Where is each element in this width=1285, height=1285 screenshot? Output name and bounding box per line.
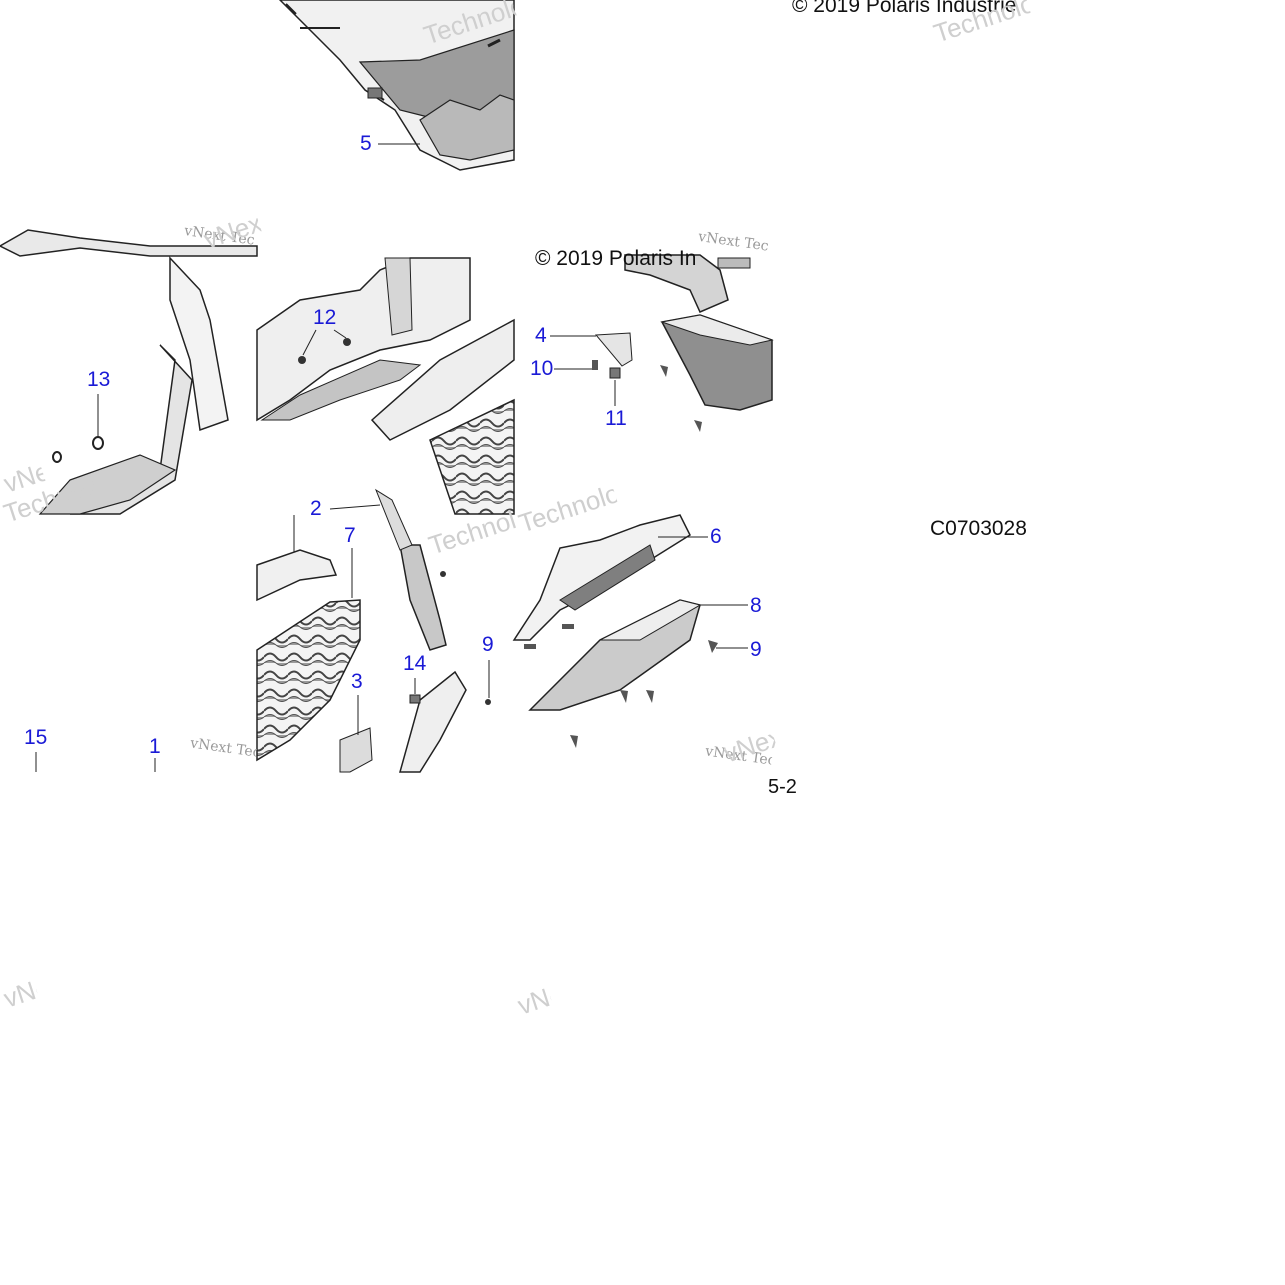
callout-5: 5 xyxy=(360,132,372,155)
tile-bracket-right xyxy=(550,254,774,432)
callout-6: 6 xyxy=(710,525,722,548)
callout-3: 3 xyxy=(351,670,363,693)
callout-8: 8 xyxy=(750,594,762,617)
callout-1: 1 xyxy=(149,735,161,758)
tile-side-trim xyxy=(512,514,772,772)
diagram-code: C0703028 xyxy=(930,517,1027,540)
callout-9-left: 9 xyxy=(482,633,494,656)
callout-9-right: 9 xyxy=(750,638,762,661)
callout-15: 15 xyxy=(24,726,48,749)
callout-12: 12 xyxy=(313,306,337,329)
callout-11: 11 xyxy=(605,407,627,430)
page-fragment: 5-2 xyxy=(768,776,797,798)
tile-center-panel xyxy=(256,257,515,515)
tile-grille-lower xyxy=(256,488,514,773)
tile-frame-left xyxy=(0,229,258,515)
callout-13: 13 xyxy=(87,368,111,391)
callout-14: 14 xyxy=(403,652,427,675)
callout-7: 7 xyxy=(344,524,356,547)
callout-10: 10 xyxy=(530,357,554,380)
tile-bottom-left xyxy=(35,752,156,772)
copyright-top: © 2019 Polaris Industrie xyxy=(792,0,1017,17)
copyright-mid: © 2019 Polaris Indust xyxy=(535,247,695,270)
callout-4: 4 xyxy=(535,324,547,347)
callout-2: 2 xyxy=(310,497,322,520)
tile-bumper-top xyxy=(278,0,515,171)
